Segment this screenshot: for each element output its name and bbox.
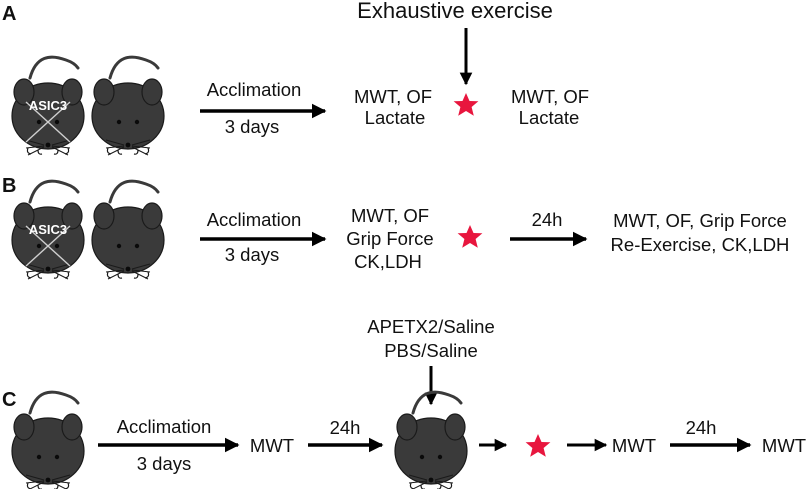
- panel-b-label: B: [2, 175, 16, 197]
- exercise-star-icon: [525, 434, 551, 457]
- interval-2-label: 24h: [686, 417, 717, 438]
- duration-label: 3 days: [225, 116, 280, 137]
- panel-b: B ASIC3 Acclimation 3 days MWT, OF Grip …: [2, 175, 790, 281]
- pre-measures-line3: CK,LDH: [354, 251, 422, 272]
- pre-measures-line1: MWT, OF: [351, 205, 429, 226]
- mouse-knockout-label: ASIC3: [29, 98, 67, 113]
- acclimation-label: Acclimation: [117, 416, 212, 437]
- exhaustive-exercise-label: Exhaustive exercise: [357, 0, 553, 23]
- duration-label: 3 days: [137, 453, 192, 474]
- mouse-knockout-icon: ASIC3: [10, 179, 86, 281]
- exercise-star-icon: [457, 225, 483, 248]
- acclimation-label: Acclimation: [207, 79, 302, 100]
- interval-label: 24h: [532, 209, 563, 230]
- panel-a-label: A: [2, 3, 16, 25]
- mouse-wildtype-icon: [90, 179, 166, 281]
- mouse-knockout-icon: ASIC3: [10, 55, 86, 157]
- pre-measures-line1: MWT, OF: [354, 86, 432, 107]
- post-measures-line2: Re-Exercise, CK,LDH: [611, 234, 790, 255]
- post-measures-line1: MWT, OF: [511, 86, 589, 107]
- interval-1-label: 24h: [330, 417, 361, 438]
- pre-measures-line2: Grip Force: [346, 228, 433, 249]
- duration-label: 3 days: [225, 244, 280, 265]
- acclimation-label: Acclimation: [207, 209, 302, 230]
- exercise-star-icon: [453, 93, 479, 116]
- mouse-icon: [10, 390, 86, 492]
- panel-a: A ASIC3 Acclimation 3 days Exhaustive ex…: [2, 0, 589, 157]
- mouse-knockout-label: ASIC3: [29, 222, 67, 237]
- mouse-wildtype-icon: [90, 55, 166, 157]
- panel-c-label: C: [2, 389, 16, 411]
- post-measures-line1: MWT, OF, Grip Force: [613, 210, 787, 231]
- post-measures-line2: Lactate: [519, 107, 580, 128]
- treated-mouse-icon: [393, 390, 469, 492]
- treatment-line1: APETX2/Saline: [367, 316, 495, 337]
- measure-2: MWT: [612, 435, 656, 456]
- pre-measures-line2: Lactate: [365, 107, 426, 128]
- treatment-line2: PBS/Saline: [384, 340, 478, 361]
- measure-3: MWT: [762, 435, 806, 456]
- measure-1: MWT: [250, 435, 294, 456]
- panel-c: C Acclimation 3 days MWT 24h APETX2/Sali…: [2, 316, 806, 492]
